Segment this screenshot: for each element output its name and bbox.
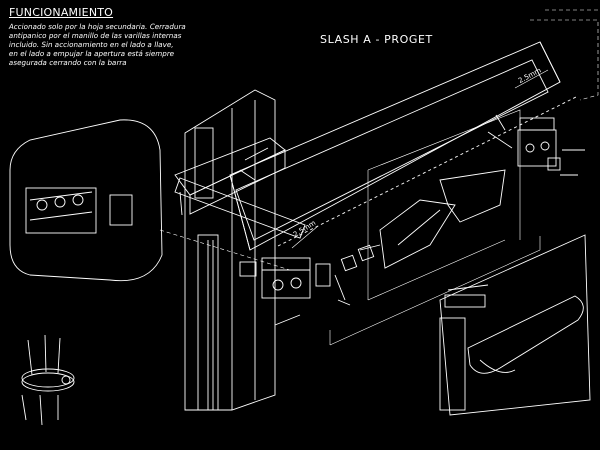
handle-inset xyxy=(439,234,591,416)
push-bar xyxy=(229,41,579,251)
screw-set xyxy=(21,334,75,426)
latch-mechanism-left xyxy=(239,257,351,326)
description-line-4: en el lado a empujar la apertura está si… xyxy=(8,49,175,58)
description-line-5: asegurada cerrando con la barra xyxy=(8,58,128,67)
latch-mechanism-right xyxy=(487,114,585,176)
description-line-1: Accionado solo por la hoja secundaria. C… xyxy=(8,22,187,31)
description-line-2: antipanico por el manillo de las varilla… xyxy=(8,31,183,40)
handle-lever xyxy=(340,169,506,272)
drawing-title: SLASH A - PROGET xyxy=(320,33,433,46)
detail-callout xyxy=(9,119,291,282)
dimension-arrows xyxy=(291,69,549,249)
cross-rail xyxy=(174,147,306,239)
dashed-outline xyxy=(530,9,599,101)
description-line-3: incluido. Sin accionamiento en el lado a… xyxy=(8,40,175,49)
heading: FUNCIONAMIENTO xyxy=(9,6,114,19)
dimension-lines xyxy=(329,109,541,346)
door-frame-profile xyxy=(174,89,286,411)
